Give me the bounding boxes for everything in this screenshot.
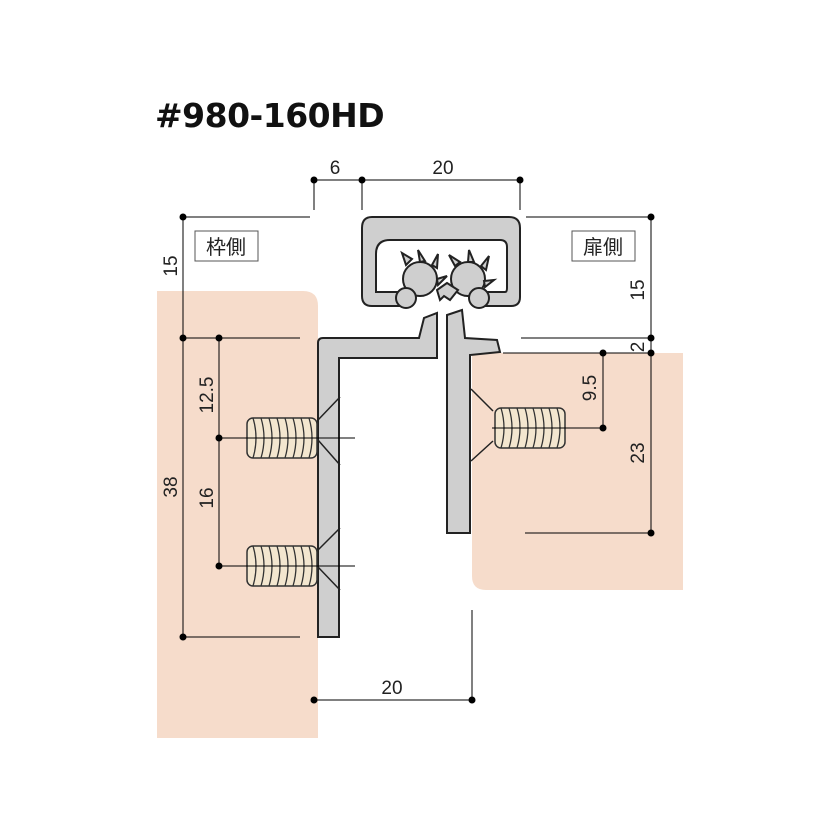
dim-left-total: 38 [161, 476, 182, 497]
frame-hinge-leaf [317, 311, 438, 638]
door-countersink-marks [470, 388, 494, 462]
dim-door-screw-offset: 9.5 [580, 375, 601, 401]
dim-top-width: 20 [432, 158, 453, 179]
hinge-cover-cap [361, 216, 521, 307]
gear-mesh-joint [435, 281, 460, 302]
dimension-lines [182, 179, 652, 701]
frame-wood-block [157, 291, 318, 738]
dim-top-gap: 6 [330, 158, 341, 179]
dimension-dots [179, 176, 655, 704]
door-side-label: 扉側 [583, 235, 623, 259]
dim-screw-spacing: 16 [197, 487, 218, 508]
frame-side-label-box [194, 230, 259, 262]
door-side-label-box [571, 230, 636, 262]
dim-right-top-height: 15 [628, 279, 649, 300]
dim-door-leaf-length: 23 [628, 442, 649, 463]
dim-left-top-height: 15 [161, 255, 182, 276]
door-hinge-leaf [446, 308, 502, 534]
dim-right-gap: 2 [628, 342, 649, 353]
frame-countersink-marks [317, 396, 341, 591]
left-gear [395, 249, 448, 309]
product-title: #980-160HD [155, 96, 385, 135]
frame-side-label: 枠側 [206, 235, 246, 259]
dim-bottom-offset: 20 [381, 678, 402, 699]
dim-screw-top-offset: 12.5 [197, 377, 218, 414]
right-gear [448, 249, 498, 309]
